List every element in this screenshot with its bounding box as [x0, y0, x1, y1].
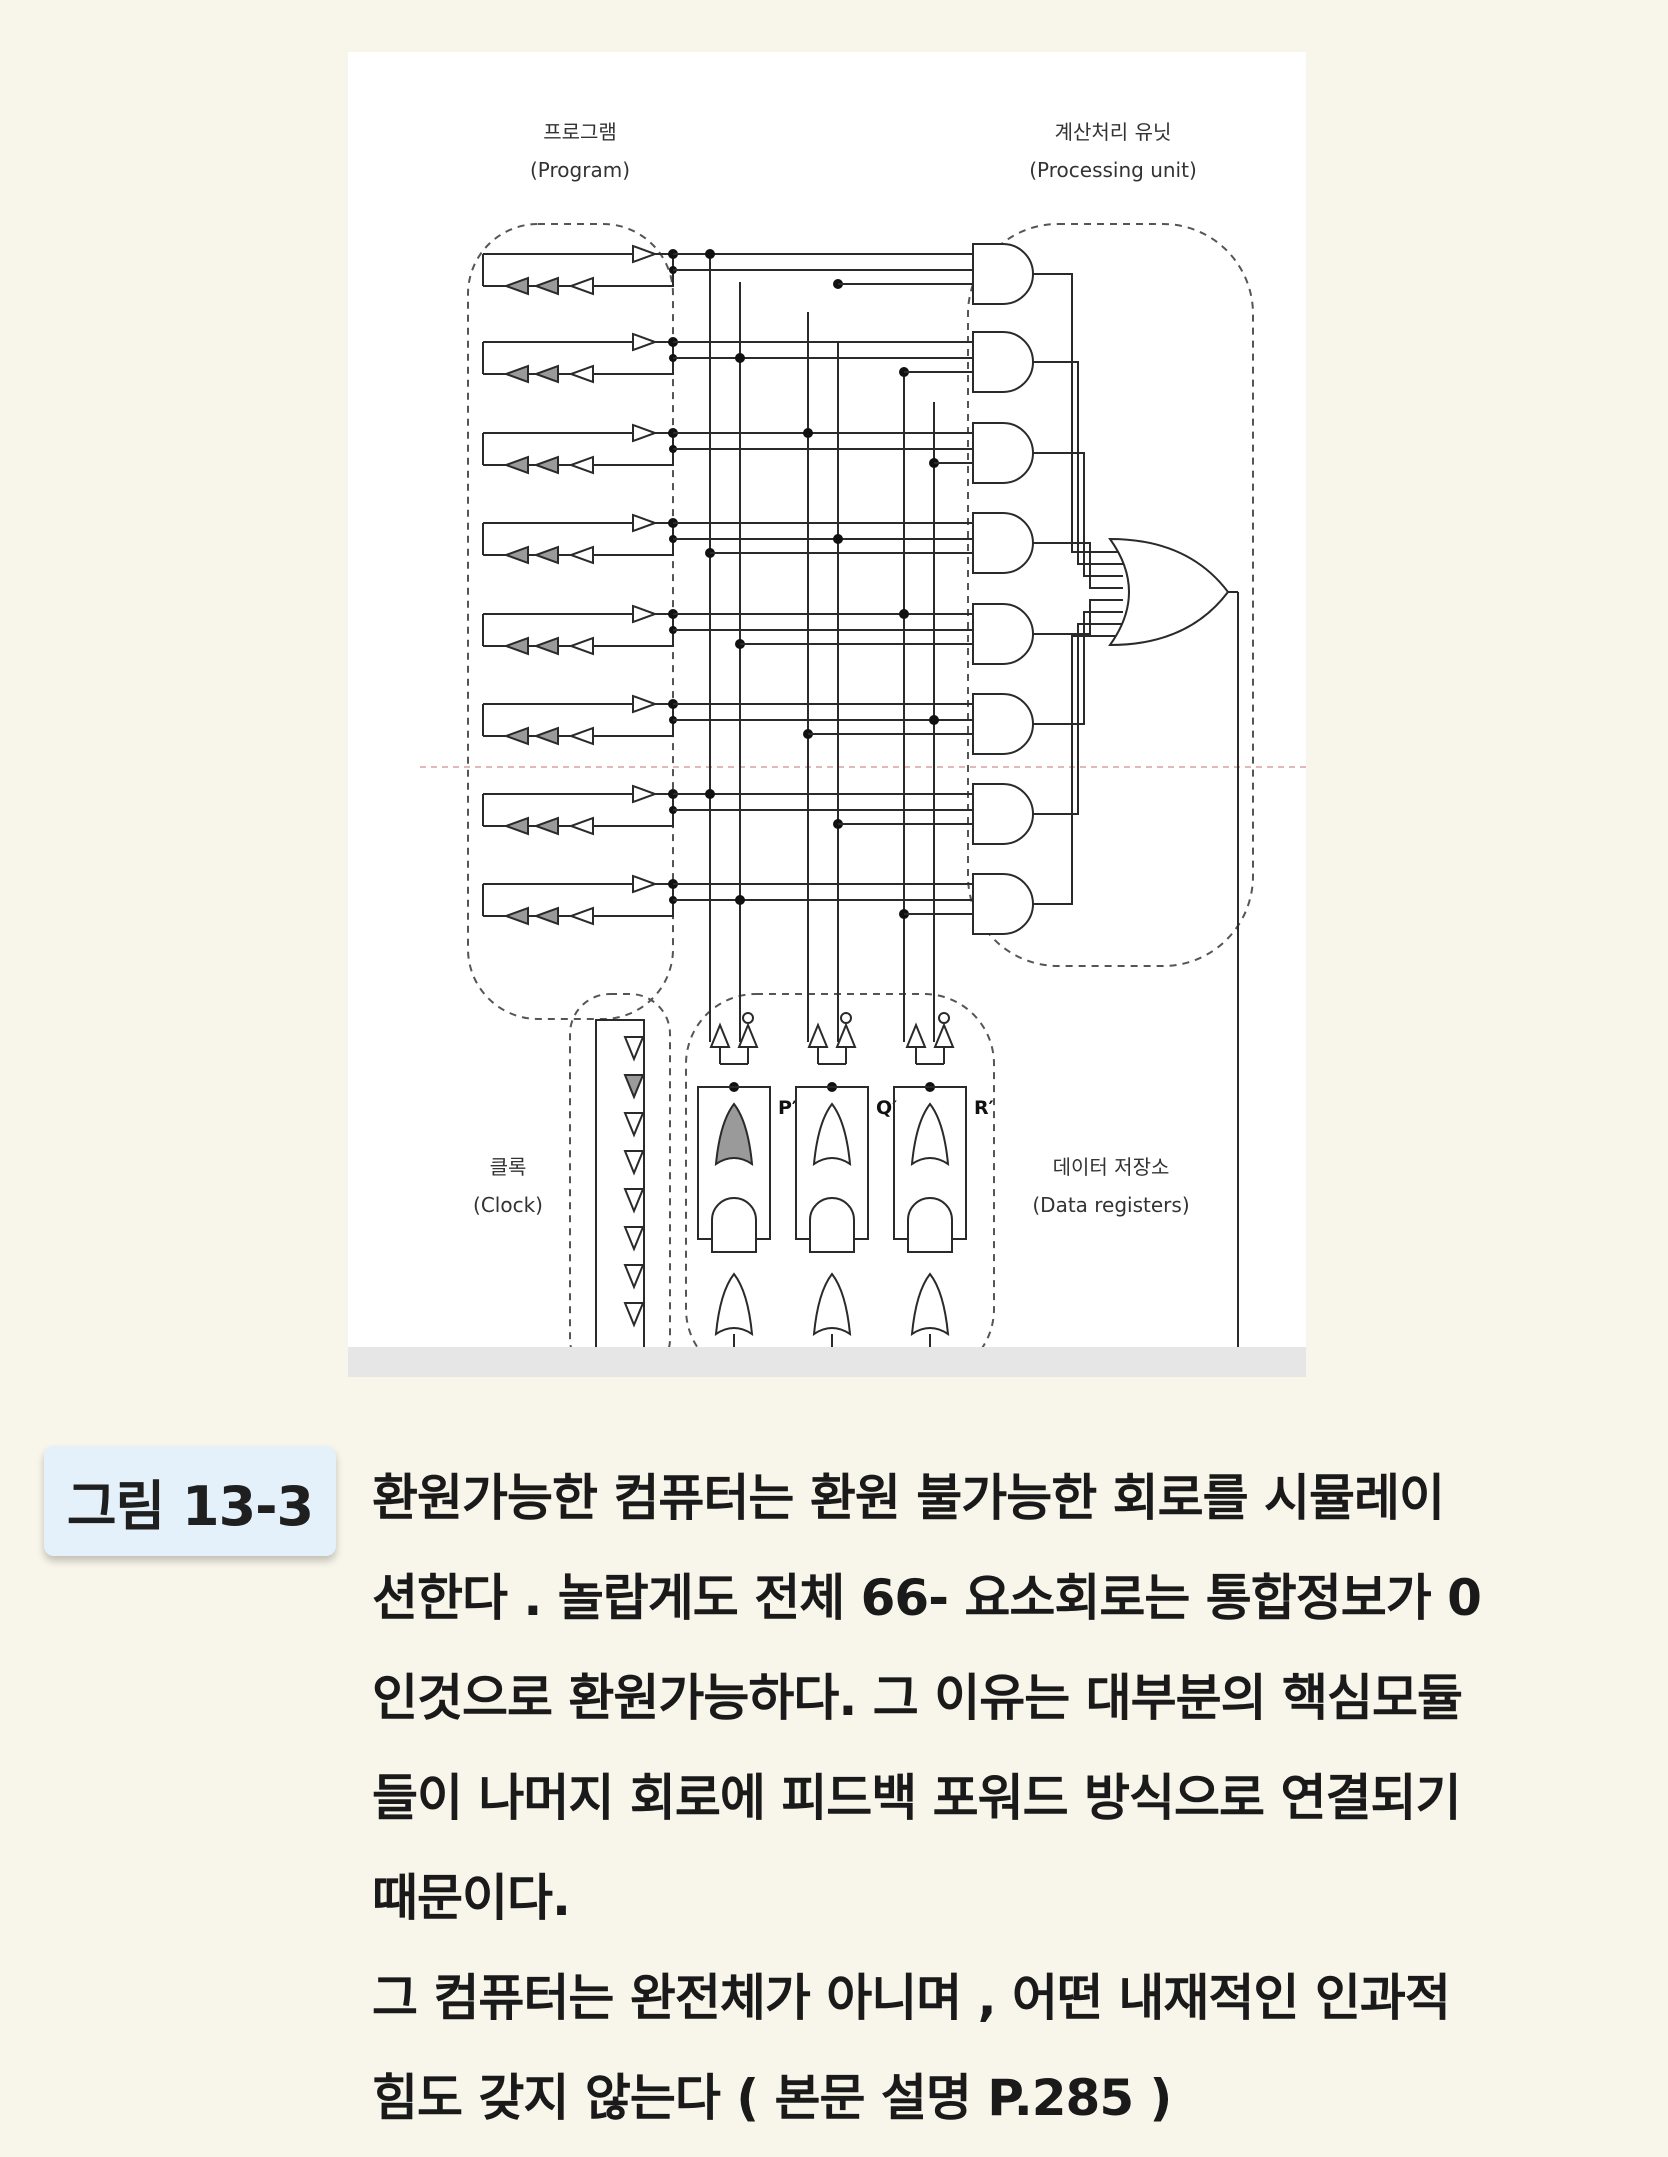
caption-line: 그 컴퓨터는 완전체가 아니며 , 어떤 내재적인 인과적 — [372, 1969, 1451, 2027]
clock-buffer — [623, 1188, 645, 1214]
register-buffer — [807, 1022, 829, 1048]
figure-caption: 환원가능한 컴퓨터는 환원 불가능한 회로를 시뮬레이 션한다 . 놀랍게도 전… — [372, 1448, 1552, 2148]
data-label-ko: 데이터 저장소 — [1053, 1155, 1170, 1179]
clock-label-en: (Clock) — [473, 1193, 543, 1217]
buffer-left-filled — [533, 545, 559, 565]
or-gate — [1108, 537, 1239, 1377]
buffer-left-filled — [533, 816, 559, 836]
clock-chain — [595, 1019, 645, 1369]
buffer-left-filled — [503, 906, 529, 926]
buffer-left-filled — [533, 906, 559, 926]
clock-buffer — [623, 1302, 645, 1328]
buffer-left-filled — [533, 726, 559, 746]
clock-buffer — [623, 1112, 645, 1138]
and-gate — [972, 331, 1123, 565]
figure-number-badge: 그림 13-3 — [44, 1446, 336, 1556]
buffer-right — [632, 332, 658, 352]
buffer-left — [568, 906, 594, 926]
buffer-left-filled — [533, 636, 559, 656]
and-gates — [972, 243, 1123, 935]
and-gate — [972, 611, 1123, 755]
buffer-right — [632, 604, 658, 624]
buffer-right — [632, 244, 658, 264]
register-inverter — [933, 1022, 955, 1048]
register-inverter — [737, 1022, 759, 1048]
program-row — [482, 513, 678, 565]
clock-label-ko: 클록 — [490, 1155, 527, 1179]
buffer-left — [568, 455, 594, 475]
and-gate — [972, 243, 1123, 553]
buffer-right — [632, 694, 658, 714]
clock-region — [569, 993, 671, 1377]
and-gate — [972, 635, 1123, 935]
program-row — [482, 694, 678, 746]
program-row — [482, 244, 678, 296]
program-row — [482, 423, 678, 475]
figure-bottom-strip — [348, 1347, 1306, 1377]
buffer-left-filled — [503, 364, 529, 384]
buffer-left-filled — [503, 545, 529, 565]
caption-line: 때문이다. — [372, 1869, 571, 1927]
caption-line: 힘도 갖지 않는다 ( 본문 설명 P.285 ) — [372, 2069, 1172, 2127]
program-label-ko: 프로그램 — [543, 120, 617, 144]
clock-buffer — [623, 1264, 645, 1290]
clock-buffer — [623, 1074, 645, 1100]
buffer-left-filled — [503, 455, 529, 475]
data-registers: P′ Q′ R′ — [697, 1012, 994, 1377]
circuit-diagram: 프로그램 (Program) 계산처리 유닛 (Processing unit)… — [420, 120, 1306, 1377]
buffer-left-filled — [533, 364, 559, 384]
circuit-figure: 프로그램 (Program) 계산처리 유닛 (Processing unit)… — [348, 52, 1306, 1377]
buffer-right — [632, 513, 658, 533]
program-shift-rows — [482, 244, 678, 926]
processing-label-ko: 계산처리 유닛 — [1055, 120, 1172, 144]
program-row — [482, 784, 678, 836]
register-label: R′ — [974, 1097, 994, 1119]
program-label-en: (Program) — [530, 158, 630, 182]
buffer-left-filled — [503, 276, 529, 296]
program-row — [482, 604, 678, 656]
and-gate — [972, 422, 1123, 577]
clock-buffer — [623, 1226, 645, 1252]
and-gate — [972, 599, 1123, 665]
buffer-right — [632, 784, 658, 804]
data-region — [685, 993, 995, 1377]
program-row — [482, 874, 678, 926]
register: R′ — [893, 1012, 994, 1377]
register: Q′ — [795, 1012, 897, 1377]
register-buffer — [905, 1022, 927, 1048]
buffer-right — [632, 874, 658, 894]
caption-line: 인것으로 환원가능하다. 그 이유는 대부분의 핵심모듈 — [372, 1669, 1463, 1727]
buffer-left-filled — [533, 276, 559, 296]
processing-region — [967, 223, 1254, 967]
and-gate — [972, 623, 1123, 845]
buffer-left — [568, 816, 594, 836]
buffer-left — [568, 276, 594, 296]
register-label: P′ — [778, 1097, 797, 1119]
and-gate — [972, 512, 1123, 589]
buffer-right — [632, 423, 658, 443]
buffer-left — [568, 364, 594, 384]
caption-line: 션한다 . 놀랍게도 전체 66- 요소회로는 통합정보가 0 — [372, 1569, 1482, 1627]
buffer-left-filled — [533, 455, 559, 475]
register-inverter — [835, 1022, 857, 1048]
buffer-left — [568, 726, 594, 746]
buffer-left-filled — [503, 816, 529, 836]
program-row — [482, 332, 678, 384]
register-buffer — [709, 1022, 731, 1048]
program-region — [467, 223, 674, 1020]
clock-buffer — [623, 1036, 645, 1062]
data-label-en: (Data registers) — [1032, 1193, 1189, 1217]
buffer-left-filled — [503, 636, 529, 656]
register-label: Q′ — [876, 1097, 897, 1119]
register: P′ — [697, 1012, 797, 1377]
clock-buffer — [623, 1150, 645, 1176]
buffer-left — [568, 545, 594, 565]
buffer-left-filled — [503, 726, 529, 746]
caption-line: 환원가능한 컴퓨터는 환원 불가능한 회로를 시뮬레이 — [372, 1469, 1445, 1527]
buffer-left — [568, 636, 594, 656]
caption-line: 들이 나머지 회로에 피드백 포워드 방식으로 연결되기 — [372, 1769, 1461, 1827]
signal-buses — [673, 249, 973, 1042]
processing-label-en: (Processing unit) — [1029, 158, 1197, 182]
